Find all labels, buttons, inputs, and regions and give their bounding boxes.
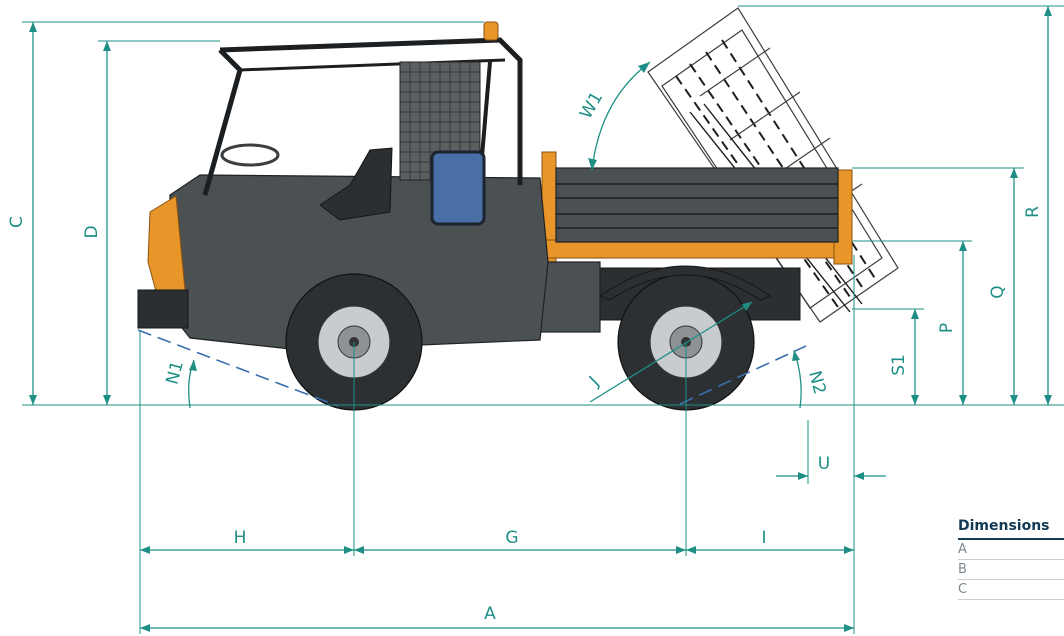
dump-bed: [555, 167, 839, 243]
label-u: U: [818, 454, 830, 474]
table-row: C: [958, 580, 1064, 600]
table-row: A: [958, 540, 1064, 560]
chassis-box: [539, 261, 601, 333]
label-n1: N1: [162, 359, 187, 387]
label-w1: W1: [576, 89, 607, 123]
dimensions-table-title: Dimensions: [958, 518, 1064, 540]
driver-seat: [319, 147, 393, 221]
departure-angle-line: [679, 345, 807, 405]
beacon-light: [483, 21, 499, 41]
label-j: J: [585, 373, 603, 391]
cab-side-window: [430, 150, 486, 226]
label-h: H: [234, 528, 247, 548]
label-a: A: [484, 604, 496, 624]
bed-subframe: [541, 239, 843, 259]
front-bumper: [137, 289, 189, 329]
vehicle: [137, 7, 899, 411]
label-p: P: [937, 323, 957, 333]
approach-angle-line: [137, 329, 339, 407]
label-n2: N2: [804, 369, 829, 397]
table-row: B: [958, 560, 1064, 580]
label-s1: S1: [889, 354, 909, 376]
label-i: I: [761, 528, 766, 548]
label-r: R: [1023, 206, 1043, 218]
dimensions-table: Dimensions A B C: [958, 518, 1064, 600]
steering-wheel: [220, 143, 280, 167]
dimension-lines: [22, 5, 1064, 634]
label-c: C: [7, 216, 27, 228]
rear-fender: [598, 265, 772, 301]
label-d: D: [82, 225, 102, 238]
label-q: Q: [988, 285, 1008, 298]
label-g: G: [505, 528, 518, 548]
dimension-labels: C D R Q P S1 H G I A U J W1 N1 N2: [7, 89, 1043, 624]
